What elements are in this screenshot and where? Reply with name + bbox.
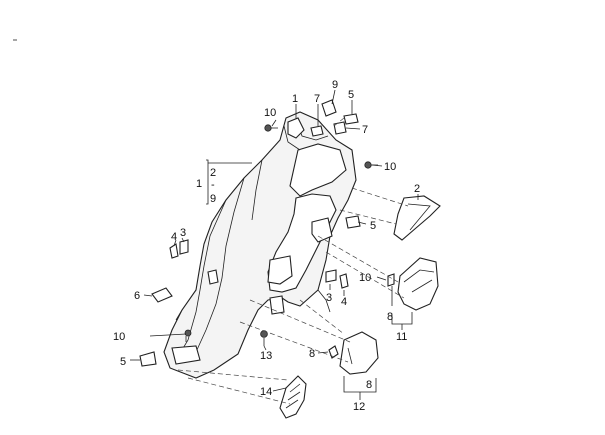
callout-14: 14 — [260, 386, 272, 398]
callout-10-top: 10 — [264, 107, 276, 119]
trim-piece-2 — [393, 195, 441, 241]
nut-5-left — [139, 351, 157, 367]
callout-8-c: 8 — [366, 379, 372, 391]
screw-right — [364, 161, 378, 169]
callout-10-mid: 10 — [359, 272, 371, 284]
clip-8-b — [328, 345, 339, 359]
part-14 — [279, 375, 307, 419]
callout-8-a: 8 — [387, 311, 393, 323]
main-side-panel — [163, 111, 357, 379]
callout-6-left: 6 — [134, 290, 140, 302]
callout-13: 13 — [260, 350, 272, 362]
pin-4-mid — [339, 273, 349, 289]
clip-7-top — [310, 125, 324, 137]
screw-13 — [260, 330, 268, 346]
callout-3-left: 3 — [180, 227, 186, 239]
callout-2-right: 2 — [414, 183, 420, 195]
nut-5-right — [345, 215, 361, 229]
callout-12: 12 — [353, 401, 365, 413]
pin-4-left — [169, 243, 179, 259]
clip-8-a — [387, 273, 395, 287]
callout-10-right: 10 — [384, 161, 396, 173]
callout-1-top: 1 — [292, 93, 298, 105]
cover-11 — [397, 257, 439, 311]
callout-labels: 1 10 7 9 5 7 10 1 2 - 9 2 5 4 3 6 10 5 1… — [113, 79, 420, 413]
clip-9-top — [321, 99, 337, 117]
callout-11: 11 — [396, 331, 407, 343]
callout-9-top: 9 — [332, 79, 338, 91]
callout-7-right: 7 — [362, 124, 368, 136]
callout-3-mid: 3 — [326, 292, 332, 304]
callout-5-top: 5 — [348, 89, 354, 101]
clip-3-left — [179, 239, 189, 255]
clip-3-mid — [325, 269, 337, 283]
callout-5-left: 5 — [120, 356, 126, 368]
callout-1-side: 1 — [196, 178, 202, 190]
assembly-lines — [177, 117, 409, 405]
callout-10-left: 10 — [113, 331, 125, 343]
trim-piece-2-detail — [407, 203, 431, 231]
fastener-set — [139, 99, 395, 367]
callout-8-b: 8 — [309, 348, 315, 360]
callout-2-side: 2 — [210, 167, 216, 179]
screw-top — [264, 124, 278, 132]
callout-4-mid: 4 — [341, 296, 347, 308]
leader-lines — [130, 89, 419, 400]
nut-5-top — [343, 113, 359, 125]
screw-mid-left — [184, 329, 192, 342]
cover-12 — [339, 331, 379, 375]
callout-9-side: 9 — [210, 193, 216, 205]
callout-7-top: 7 — [314, 93, 320, 105]
plug-6 — [151, 287, 173, 303]
clip-7-right — [333, 121, 347, 135]
callout-dash: - — [211, 179, 215, 191]
callout-5-right: 5 — [370, 220, 376, 232]
callout-4-left: 4 — [171, 231, 177, 243]
